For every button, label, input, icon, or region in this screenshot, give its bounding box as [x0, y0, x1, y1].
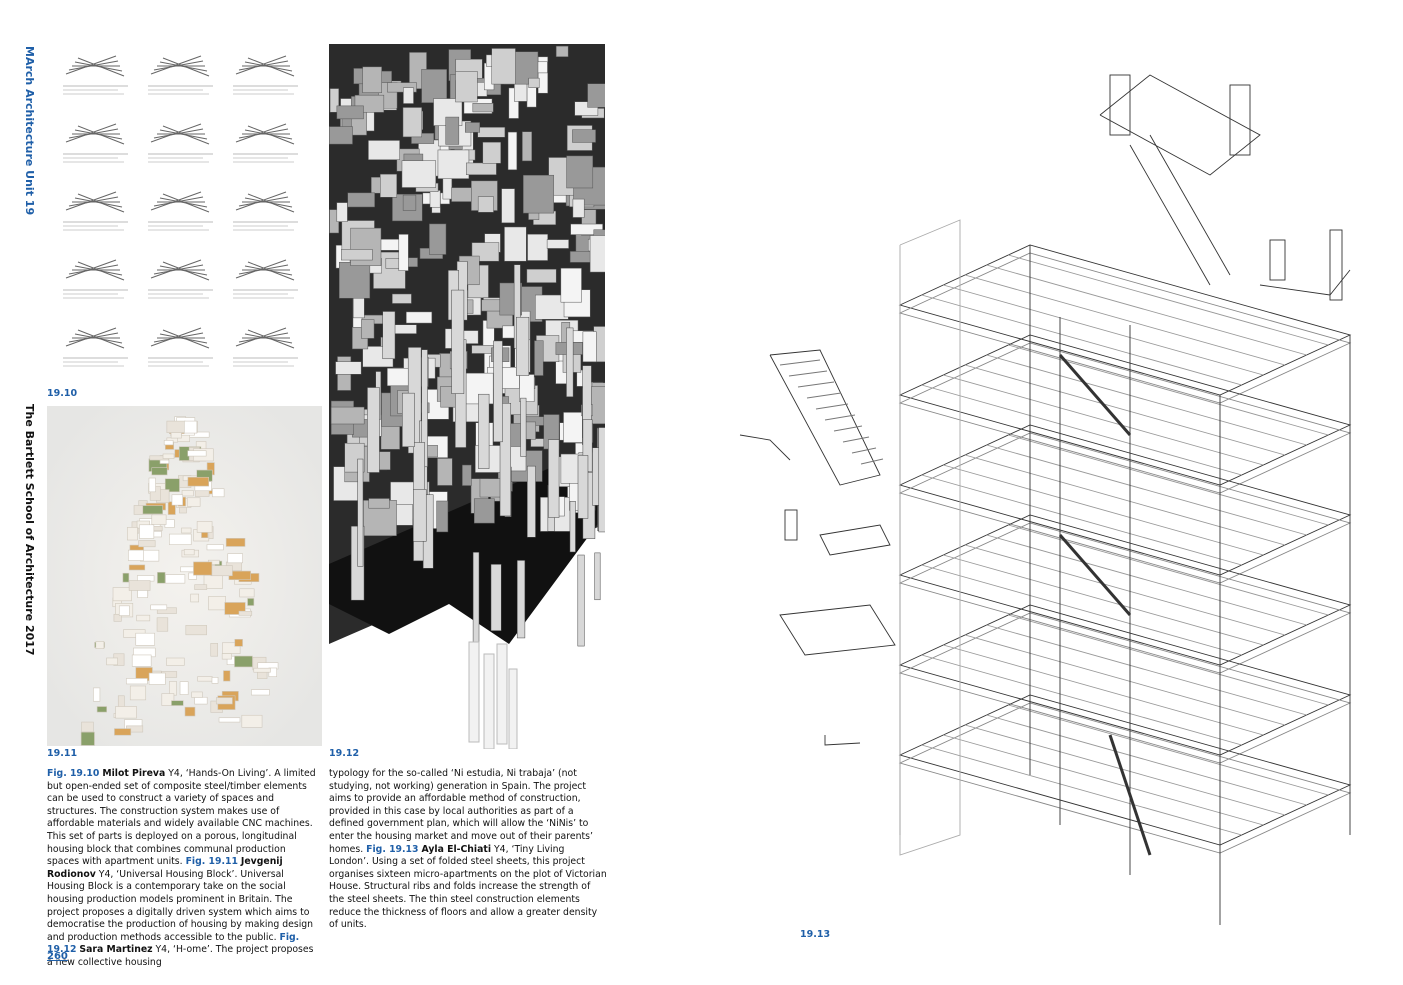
figure-label-19-13: 19.13	[800, 929, 831, 940]
caption-fig-19-11-ref: Fig. 19.11	[185, 856, 238, 868]
figure-19-12-housing-render	[329, 44, 605, 749]
caption-text-19-10: Y4, ‘Hands-On Living’. A limited but ope…	[47, 768, 316, 868]
component-diagram	[63, 123, 128, 163]
figure-label-19-12: 19.12	[329, 748, 360, 759]
component-diagram	[148, 259, 213, 299]
figure-label-19-10: 19.10	[47, 388, 78, 399]
caption-author-ayla-el-chiati: Ayla El-Chiati	[421, 843, 492, 855]
figure-19-13-exploded-axonometric	[739, 74, 1352, 925]
caption-text-19-12-start: Y4, ‘H-ome’. The project proposes a new …	[47, 944, 314, 968]
figure-19-10-component-grid	[63, 55, 298, 367]
caption-author-jevgenij-rodionov: Jevgenij Rodionov	[47, 856, 283, 880]
caption-left: Fig. 19.10 Milot Pireva Y4, ‘Hands-On Li…	[47, 768, 317, 970]
figure-19-11-tower-render	[47, 406, 322, 746]
caption-author-sara-martinez: Sara Martinez	[79, 944, 153, 956]
component-diagram	[233, 191, 298, 231]
component-diagram	[233, 259, 298, 299]
caption-right: typology for the so-called ‘Ni estudia, …	[329, 768, 607, 932]
component-diagram	[148, 55, 213, 95]
component-diagram	[233, 327, 298, 367]
running-title-school: The Bartlett School of Architecture 2017	[23, 404, 36, 656]
caption-fig-19-13-ref: Fig. 19.13	[366, 843, 419, 855]
component-diagram	[233, 55, 298, 95]
component-diagram	[148, 123, 213, 163]
component-diagram	[233, 123, 298, 163]
component-diagram	[148, 327, 213, 367]
page-number: 260	[47, 951, 68, 962]
component-diagram	[63, 55, 128, 95]
component-diagram	[63, 259, 128, 299]
caption-text-19-13: Y4, ‘Tiny Living London’. Using a set of…	[329, 843, 607, 931]
component-diagram	[63, 327, 128, 367]
caption-fig-19-10-ref: Fig. 19.10	[47, 768, 100, 779]
caption-fig-19-12-ref: Fig. 19.12	[47, 931, 300, 956]
caption-author-milot-pireva: Milot Pireva	[102, 768, 166, 779]
component-diagram	[63, 191, 128, 231]
component-diagram	[148, 191, 213, 231]
caption-text-19-12-cont: typology for the so-called ‘Ni estudia, …	[329, 768, 593, 855]
figure-label-19-11: 19.11	[47, 748, 78, 759]
running-title-unit: MArch Architecture Unit 19	[23, 46, 36, 216]
caption-text-19-11: Y4, ‘Universal Housing Block’. Universal…	[47, 868, 314, 943]
